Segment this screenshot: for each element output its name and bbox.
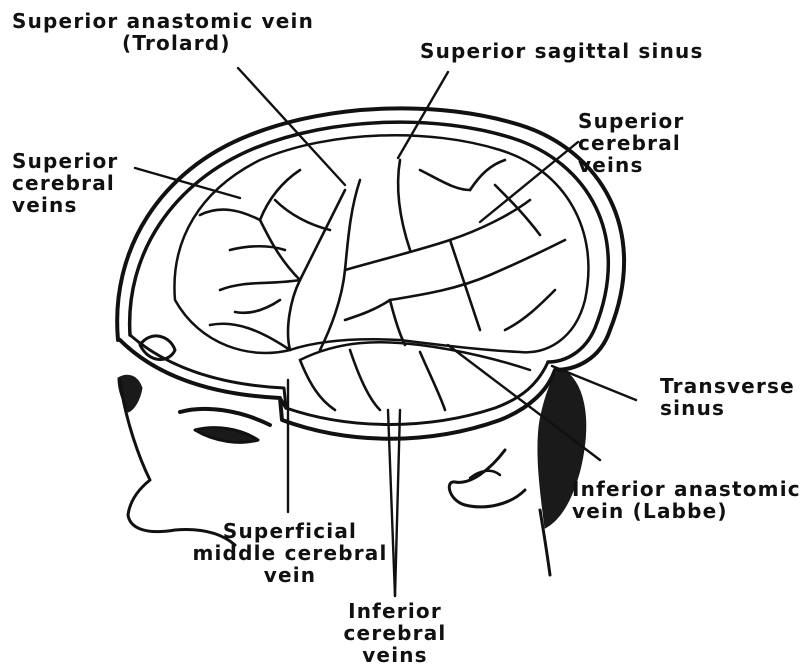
temporal-fold bbox=[300, 342, 530, 370]
label-superior-cerebral-veins-right: Superior cerebral veins bbox=[578, 110, 684, 176]
label-transverse-sinus: Transverse sinus bbox=[660, 375, 795, 419]
label-line: Superior bbox=[12, 150, 118, 172]
label-line: Superior sagittal sinus bbox=[420, 40, 704, 62]
label-line: veins bbox=[12, 194, 118, 216]
label-line: (Trolard) bbox=[12, 32, 314, 54]
leader-lines bbox=[135, 68, 636, 596]
label-superior-anastomotic-vein: Superior anastomic vein (Trolard) bbox=[12, 10, 314, 54]
leader-superior-cerebral-right bbox=[480, 142, 578, 222]
label-line: cerebral bbox=[12, 172, 118, 194]
leader-superior-sagittal bbox=[398, 72, 448, 158]
label-inferior-cerebral-veins: Inferior cerebral veins bbox=[310, 600, 480, 666]
eyebrow bbox=[180, 409, 270, 425]
skull-outer bbox=[117, 108, 624, 370]
brain-outline bbox=[174, 135, 588, 353]
label-line: veins bbox=[578, 154, 684, 176]
cut-rim-outer bbox=[120, 340, 555, 439]
label-line: sinus bbox=[660, 397, 795, 419]
ear bbox=[449, 450, 525, 507]
skull-inner bbox=[130, 122, 609, 362]
label-inferior-anastomotic-vein: Inferior anastomic vein (Labbe) bbox=[572, 478, 801, 522]
label-line: cerebral bbox=[578, 132, 684, 154]
label-superior-cerebral-veins-left: Superior cerebral veins bbox=[12, 150, 118, 216]
label-line: Superficial bbox=[170, 520, 410, 542]
label-line: veins bbox=[310, 644, 480, 666]
eye bbox=[195, 428, 258, 443]
label-superior-sagittal-sinus: Superior sagittal sinus bbox=[420, 40, 704, 62]
label-line: Superior bbox=[578, 110, 684, 132]
label-line: Transverse bbox=[660, 375, 795, 397]
label-line: middle cerebral bbox=[170, 542, 410, 564]
label-line: Inferior bbox=[310, 600, 480, 622]
label-line: vein bbox=[170, 564, 410, 586]
label-line: cerebral bbox=[310, 622, 480, 644]
label-line: vein (Labbe) bbox=[572, 500, 801, 522]
label-superficial-middle-cerebral-vein: Superficial middle cerebral vein bbox=[170, 520, 410, 586]
label-line: Inferior anastomic bbox=[572, 478, 801, 500]
label-line: Superior anastomic vein bbox=[12, 10, 314, 32]
